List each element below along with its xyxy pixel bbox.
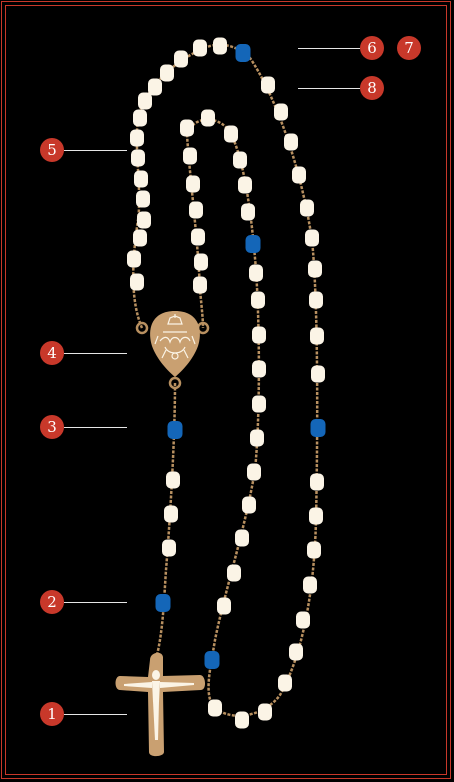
pearl-bead xyxy=(284,134,298,151)
pearl-bead xyxy=(213,38,227,55)
pearl-bead xyxy=(233,152,247,169)
callout-6-leader xyxy=(298,48,360,49)
pearl-bead xyxy=(180,120,194,137)
pearl-bead xyxy=(249,265,263,282)
pearl-bead xyxy=(208,700,222,717)
pearl-bead xyxy=(309,508,323,525)
pearl-bead xyxy=(137,212,151,229)
pearl-bead xyxy=(193,40,207,57)
pearl-bead xyxy=(278,675,292,692)
pearl-bead xyxy=(174,51,188,68)
pearl-bead xyxy=(160,65,174,82)
callout-6: 6 xyxy=(360,36,384,60)
blue-bead xyxy=(246,235,261,253)
pearl-bead xyxy=(310,474,324,491)
pearl-bead xyxy=(133,110,147,127)
callout-4-leader xyxy=(64,353,127,354)
pearl-bead xyxy=(224,126,238,143)
pearl-bead xyxy=(292,167,306,184)
pearl-bead xyxy=(252,361,266,378)
crucifix-icon xyxy=(116,653,206,756)
pearl-bead xyxy=(183,148,197,165)
pearl-bead xyxy=(235,530,249,547)
pearl-bead xyxy=(130,274,144,291)
blue-bead xyxy=(156,594,171,612)
pearl-bead xyxy=(258,704,272,721)
pearl-bead xyxy=(296,612,310,629)
pearl-bead xyxy=(241,204,255,221)
pearl-bead xyxy=(166,472,180,489)
callout-3-leader xyxy=(64,427,127,428)
pearl-bead xyxy=(252,327,266,344)
pearl-bead xyxy=(186,176,200,193)
pearl-bead xyxy=(247,464,261,481)
callout-5-leader xyxy=(64,150,127,151)
blue-bead xyxy=(311,419,326,437)
papal-coat-of-arms-medal-icon xyxy=(137,311,208,388)
pearl-bead xyxy=(227,565,241,582)
callout-2-leader xyxy=(64,602,127,603)
pearl-bead xyxy=(194,254,208,271)
pearl-bead xyxy=(130,130,144,147)
pearl-bead xyxy=(189,202,203,219)
pearl-bead xyxy=(134,171,148,188)
callout-7: 7 xyxy=(397,36,421,60)
pearl-bead xyxy=(308,261,322,278)
pearl-bead xyxy=(235,712,249,729)
callout-8-leader xyxy=(298,88,360,89)
pearl-bead xyxy=(309,292,323,309)
blue-bead xyxy=(205,651,220,669)
pearl-bead xyxy=(133,230,147,247)
pearl-bead xyxy=(242,497,256,514)
pearl-bead xyxy=(251,292,265,309)
pearl-bead xyxy=(217,598,231,615)
callout-4: 4 xyxy=(40,341,64,365)
pearl-bead xyxy=(148,79,162,96)
pearl-bead xyxy=(300,200,314,217)
pearl-bead xyxy=(193,277,207,294)
pearl-bead xyxy=(201,110,215,127)
pearl-bead xyxy=(303,577,317,594)
pearl-bead xyxy=(238,177,252,194)
callout-2: 2 xyxy=(40,590,64,614)
callout-8: 8 xyxy=(360,76,384,100)
callout-1-leader xyxy=(64,714,127,715)
pearl-bead xyxy=(274,104,288,121)
bead-layer xyxy=(127,38,326,729)
pearl-bead xyxy=(191,229,205,246)
pearl-bead xyxy=(138,93,152,110)
pearl-bead xyxy=(252,396,266,413)
pearl-bead xyxy=(164,506,178,523)
callout-1: 1 xyxy=(40,702,64,726)
callout-3: 3 xyxy=(40,415,64,439)
pearl-bead xyxy=(162,540,176,557)
blue-bead xyxy=(168,421,183,439)
pearl-bead xyxy=(136,191,150,208)
pearl-bead xyxy=(127,251,141,268)
pearl-bead xyxy=(289,644,303,661)
pearl-bead xyxy=(305,230,319,247)
pearl-bead xyxy=(261,77,275,94)
pearl-bead xyxy=(307,542,321,559)
pearl-bead xyxy=(131,150,145,167)
blue-bead xyxy=(236,44,251,62)
pearl-bead xyxy=(311,366,325,383)
pearl-bead xyxy=(250,430,264,447)
callout-5: 5 xyxy=(40,138,64,162)
pearl-bead xyxy=(310,328,324,345)
